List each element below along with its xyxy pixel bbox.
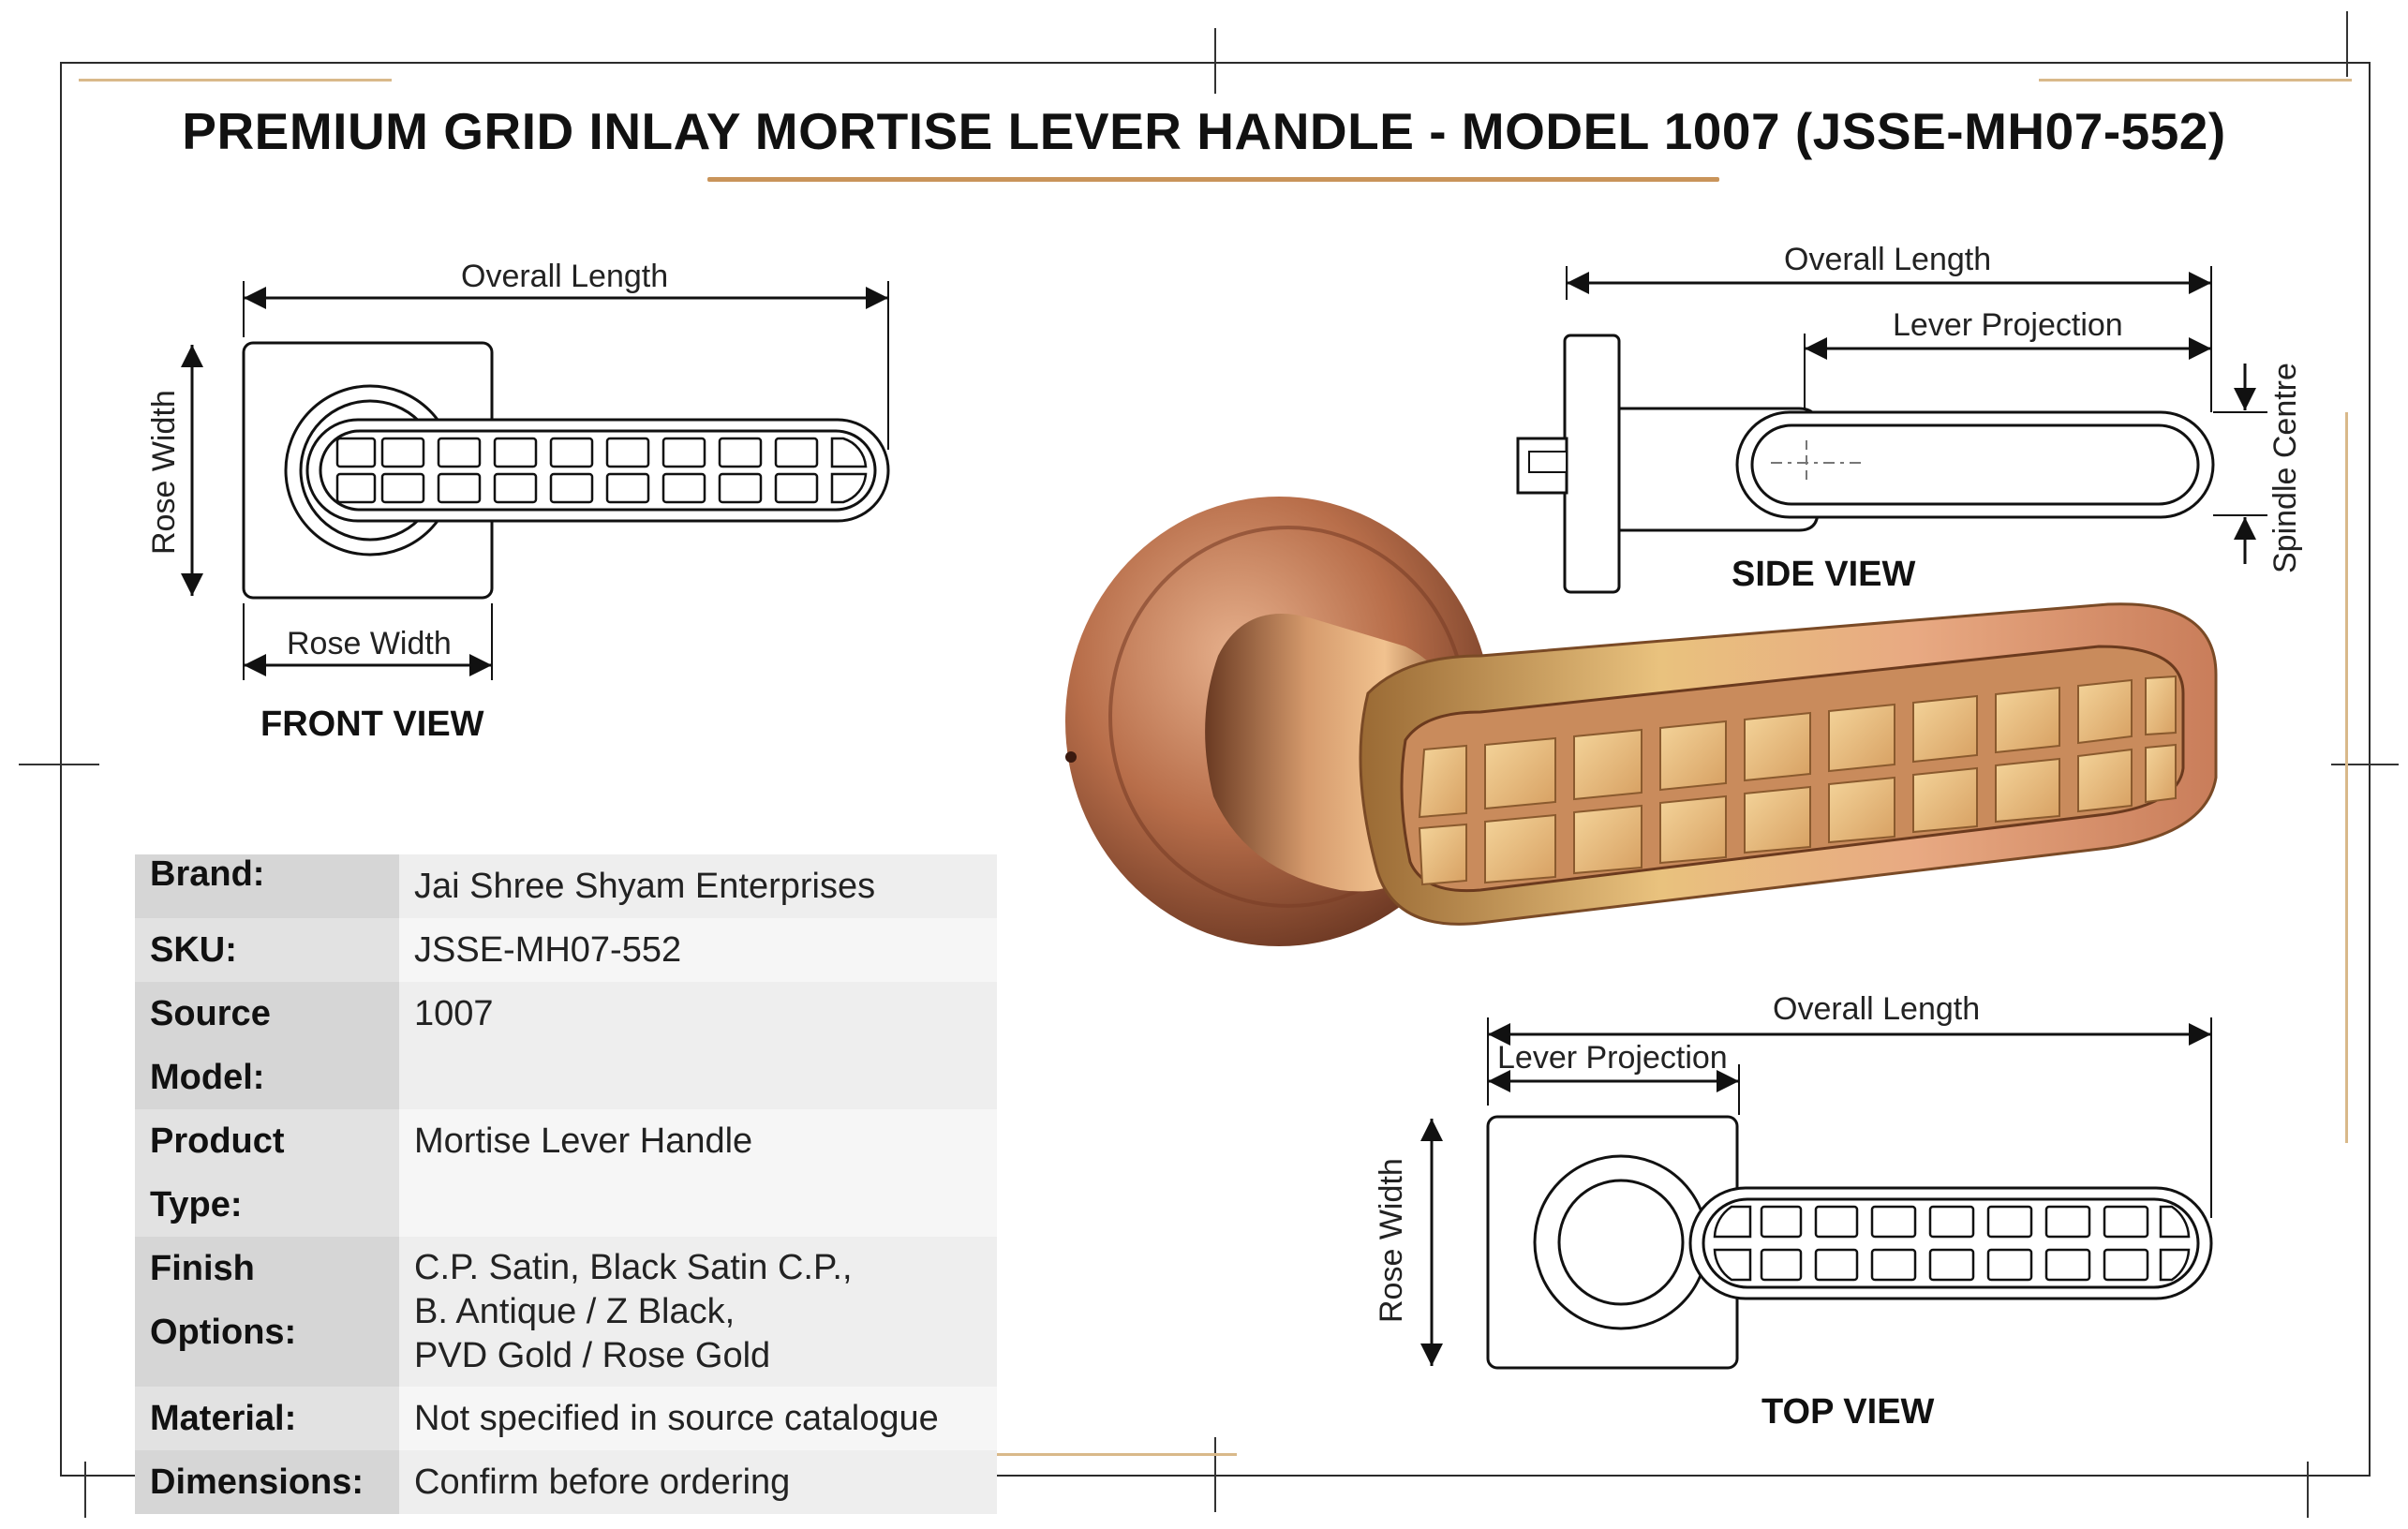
crop-mark-top [1214,28,1216,94]
crop-mark-right [2331,764,2399,765]
crop-mark-bottom [1214,1437,1216,1512]
spec-row-material: Material: Not specified in source catalo… [135,1387,997,1450]
title-underline [707,177,1719,182]
top-rose-width-label: Rose Width [1374,1158,1409,1323]
spec-key: Finish Options: [135,1237,399,1387]
decor-line [79,79,392,82]
spec-value: Mortise Lever Handle [399,1109,997,1237]
front-view-label: FRONT VIEW [260,705,484,744]
spec-key: Dimensions: [135,1450,399,1514]
front-overall-length-label: Overall Length [461,259,669,294]
spec-key: Brand: [135,854,399,918]
spec-row-source-model: Source Model: 1007 [135,982,997,1109]
decor-line [862,1453,1237,1456]
side-overall-length-label: Overall Length [1784,242,1992,277]
page-title: PREMIUM GRID INLAY MORTISE LEVER HANDLE … [182,102,2226,160]
decor-line [2345,412,2348,1143]
spec-row-finish-options: Finish Options: C.P. Satin, Black Satin … [135,1237,997,1387]
crop-mark-left [19,764,99,765]
spec-value: Confirm before ordering [399,1450,997,1514]
spec-table: Brand: Jai Shree Shyam Enterprises SKU: … [135,854,997,1514]
spec-key: SKU: [135,918,399,982]
spec-row-dimensions: Dimensions: Confirm before ordering [135,1450,997,1514]
crop-mark-top-right [2346,11,2348,77]
spec-value: C.P. Satin, Black Satin C.P., B. Antique… [399,1237,997,1387]
spec-value: JSSE-MH07-552 [399,918,997,982]
spec-value: Jai Shree Shyam Enterprises [399,854,997,918]
spec-key: Product Type: [135,1109,399,1237]
spec-value: 1007 [399,982,997,1109]
top-view-label: TOP VIEW [1761,1392,1935,1432]
spec-row-sku: SKU: JSSE-MH07-552 [135,918,997,982]
decor-line [2039,79,2352,82]
top-lever-projection-label: Lever Projection [1497,1040,1728,1076]
crop-mark-bottom-right [2307,1462,2309,1518]
side-lever-projection-label: Lever Projection [1893,307,2123,343]
spec-key: Source Model: [135,982,399,1109]
spec-value: Not specified in source catalogue [399,1387,997,1450]
crop-mark-bottom-left [84,1462,86,1518]
spec-key: Material: [135,1387,399,1450]
front-rose-width-label: Rose Width [287,626,452,661]
side-view-label: SIDE VIEW [1732,555,1916,594]
top-overall-length-label: Overall Length [1773,991,1981,1027]
spec-row-brand: Brand: Jai Shree Shyam Enterprises [135,854,997,918]
spec-row-product-type: Product Type: Mortise Lever Handle [135,1109,997,1237]
